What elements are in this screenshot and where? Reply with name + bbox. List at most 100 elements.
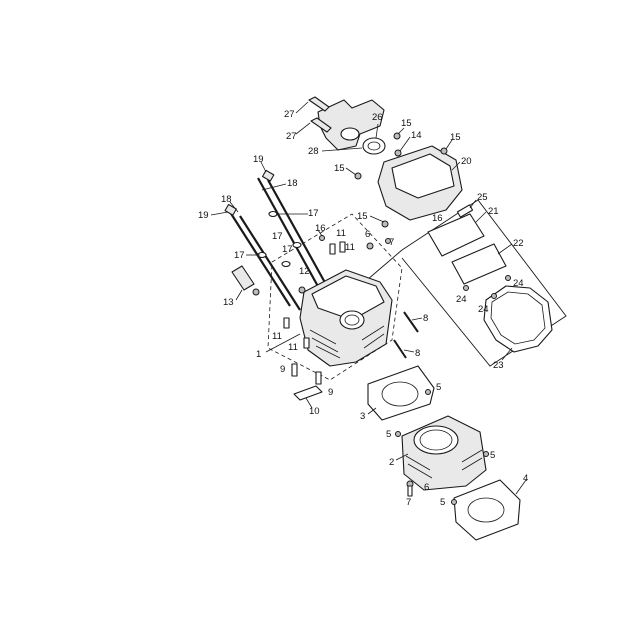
callout-25: 25 [477, 192, 488, 203]
callout-13: 13 [223, 297, 234, 308]
gasket-10 [293, 385, 323, 401]
callout-15a: 15 [401, 118, 412, 129]
cylinder-head-group [231, 238, 419, 401]
spark-plug-13 [231, 265, 255, 291]
dowel-11c [283, 317, 290, 329]
stud-8b [393, 339, 407, 359]
dowel-11d [303, 337, 310, 349]
head-gasket-3 [367, 365, 435, 421]
leader-8a [411, 317, 423, 321]
bolt-12 [298, 286, 306, 294]
leader-18a [261, 183, 287, 191]
stud-18b [239, 215, 301, 311]
callout-20: 20 [461, 156, 472, 167]
callout-19b: 19 [198, 210, 209, 221]
callout-3: 3 [360, 411, 365, 422]
head-port [339, 310, 365, 330]
callout-6a: 6 [365, 229, 370, 240]
callout-11a: 11 [336, 228, 346, 239]
callout-28: 28 [308, 146, 319, 157]
callout-1: 1 [256, 349, 261, 360]
leader-15d [369, 215, 385, 223]
leader-26 [375, 123, 379, 139]
dowel-5b [395, 431, 401, 437]
leader-20 [451, 161, 461, 171]
callout-15c: 15 [334, 163, 345, 174]
callout-8a: 8 [423, 313, 428, 324]
callout-6b: 6 [424, 482, 429, 493]
head-gasket-bore [381, 381, 419, 407]
cover-bolt-14 [394, 149, 402, 157]
valve-cover-group [354, 132, 474, 228]
callout-11b: 11 [345, 242, 355, 253]
callout-23: 23 [493, 360, 504, 371]
callout-27b: 27 [286, 131, 297, 142]
callout-24b: 24 [456, 294, 467, 305]
cover-bolt-15a [393, 132, 401, 140]
leader-15b [445, 139, 453, 150]
leader-lines [210, 101, 527, 495]
manifold-port [340, 127, 360, 141]
callout-4: 4 [523, 473, 528, 484]
leader-4 [515, 479, 527, 495]
washer-17c [292, 241, 302, 249]
callout-24a: 24 [513, 278, 524, 289]
manifold-ring-26 [362, 137, 386, 155]
leader-18b [229, 201, 239, 213]
cover-gasket-23-inner [490, 291, 546, 345]
leader-10 [305, 397, 313, 409]
dowel-5a [425, 389, 431, 395]
callout-labels: 27 27 26 28 15 14 15 20 15 19 18 18 19 1… [198, 109, 528, 508]
leader-27a [295, 101, 309, 114]
stud-9b [315, 371, 322, 385]
callout-12: 12 [299, 266, 310, 277]
leader-14 [399, 136, 411, 152]
leader-19a [260, 161, 267, 173]
cover-bolt-15c [354, 172, 362, 180]
leader-19b [210, 211, 229, 216]
cover-gasket-group [427, 213, 553, 353]
head-gasket-group [367, 365, 435, 421]
callout-17d: 17 [282, 244, 293, 255]
leader-23 [501, 347, 513, 361]
head-assembly-dashed-box [267, 213, 403, 381]
callout-17c: 17 [234, 250, 245, 261]
callout-9a: 9 [280, 364, 285, 375]
dowel-5d [451, 499, 457, 505]
cylinder-group [395, 415, 489, 497]
callout-19a: 19 [253, 154, 264, 165]
callout-11d: 11 [288, 342, 298, 353]
stud-18a [257, 177, 321, 291]
grommet-24a [463, 285, 469, 291]
callout-16a: 16 [315, 223, 326, 234]
callout-15d: 15 [357, 211, 368, 222]
bolt-27b [310, 117, 332, 133]
callout-18a: 18 [287, 178, 298, 189]
callout-7a: 7 [389, 237, 394, 248]
callout-24c: 24 [478, 304, 489, 315]
leader-21 [475, 211, 487, 223]
callout-11c: 11 [272, 331, 282, 342]
nut-19a [261, 169, 275, 182]
leader-8b [403, 349, 415, 353]
cylinder-bore-inner [419, 429, 453, 451]
bolt-27a [308, 96, 330, 112]
callout-7b: 7 [406, 497, 411, 508]
grommet-24b [505, 275, 511, 281]
stud-19a [267, 179, 329, 289]
washer-17a [268, 210, 278, 218]
base-gasket-4 [453, 479, 521, 541]
head-port-inner [344, 314, 360, 326]
leader-28 [321, 147, 363, 152]
callout-26: 26 [372, 112, 383, 123]
washer-16 [319, 235, 325, 241]
bolt-7a [385, 238, 391, 244]
callout-5b: 5 [386, 429, 391, 440]
stud-9a [291, 363, 298, 377]
manifold-ring-inner [367, 141, 381, 151]
bolt-7b [407, 485, 413, 497]
callout-8b: 8 [415, 348, 420, 359]
gasket-22 [451, 243, 507, 285]
stud-19b [229, 211, 291, 307]
